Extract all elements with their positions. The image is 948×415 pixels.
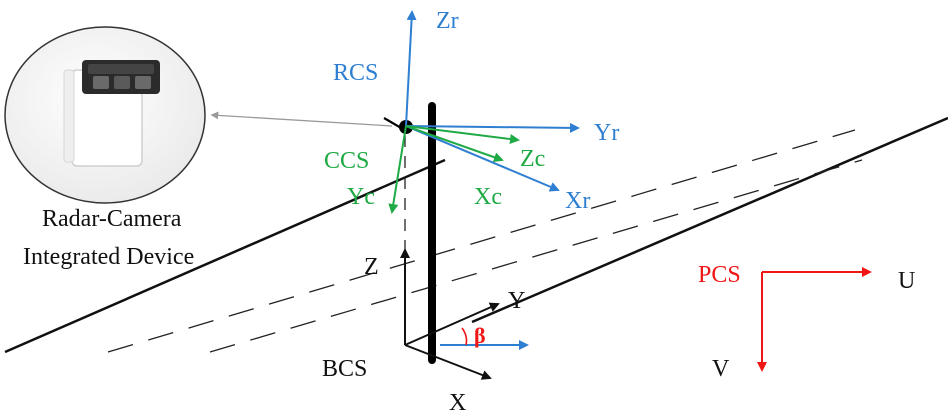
zc-label: Zc: [520, 146, 545, 172]
road-edge-left: [4, 158, 446, 354]
axis-xc-arrow: [405, 125, 504, 163]
beta-label: β: [474, 323, 486, 348]
axis-yc-arrow: [388, 125, 407, 214]
road-edge-right: [471, 116, 948, 324]
u-label: U: [898, 268, 915, 294]
v-label: V: [712, 356, 730, 382]
z-label: Z: [364, 254, 379, 280]
axis-yr-arrow: [405, 122, 580, 133]
ccs-label: CCS: [324, 148, 369, 174]
rcs-label: RCS: [333, 60, 378, 86]
xr-label: Xr: [565, 188, 590, 214]
xc-label: Xc: [474, 184, 502, 210]
y-label: Y: [508, 288, 525, 314]
beta-angle-arc: [461, 327, 468, 346]
axis-zc-arrow: [405, 125, 520, 144]
bcs-label: BCS: [322, 356, 367, 382]
radar-camera-device-illustration: [63, 60, 160, 167]
yr-label: Yr: [594, 120, 619, 146]
device-caption-line1: Radar-Camera: [42, 206, 182, 232]
axis-zr-arrow: [405, 10, 417, 127]
x-label: X: [449, 390, 466, 415]
lane-line-1: [107, 129, 856, 353]
lane-line-2: [209, 159, 863, 353]
zr-label: Zr: [436, 8, 459, 34]
axis-x-arrow: [404, 344, 492, 380]
yc-label: Yc: [347, 184, 375, 210]
device-pointer-arrow: [210, 111, 393, 127]
axis-y-arrow: [404, 302, 500, 346]
pcs-label: PCS: [698, 262, 741, 288]
axis-xr-arrow: [405, 125, 560, 192]
device-caption-line2: Integrated Device: [23, 244, 194, 270]
